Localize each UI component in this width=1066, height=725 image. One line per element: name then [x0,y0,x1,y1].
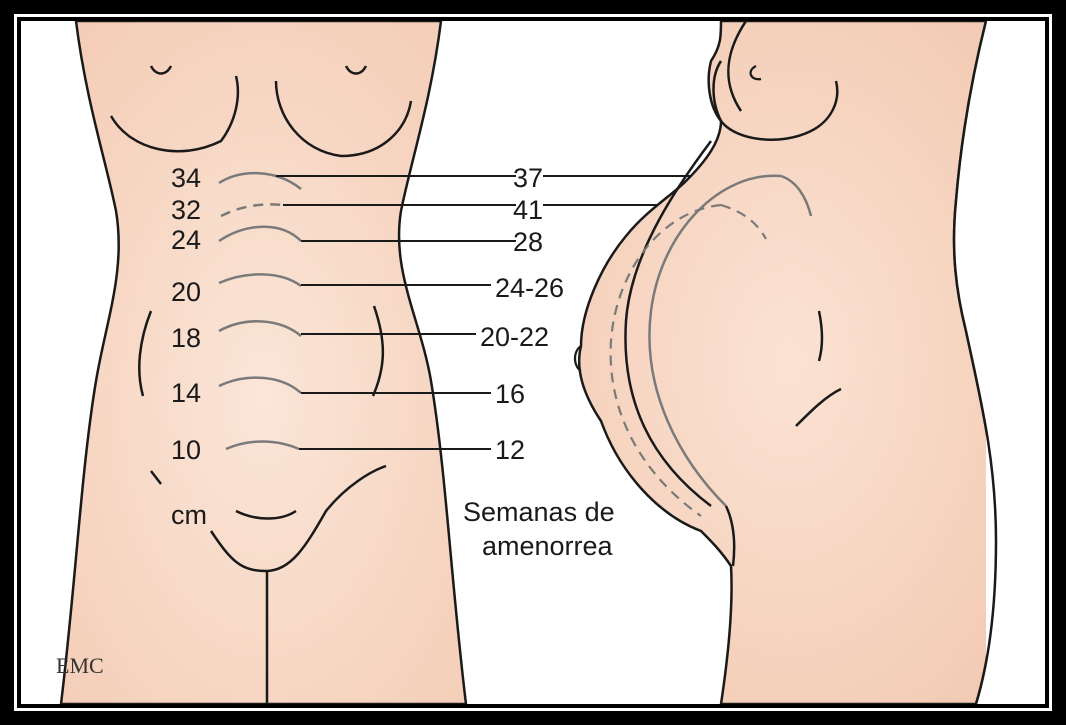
cm-label-18: 18 [171,323,201,353]
cm-label-32: 32 [171,195,201,225]
cm-label-34: 34 [171,163,201,193]
week-label-28: 28 [513,227,543,257]
emc-logo: EMC [56,653,104,678]
week-label-16: 16 [495,379,525,409]
week-label-41: 41 [513,195,543,225]
cm-label-24: 24 [171,225,201,255]
cm-label-10: 10 [171,435,201,465]
cm-label-14: 14 [171,378,201,408]
caption-line-1: Semanas de [463,497,615,527]
caption-line-2: amenorrea [482,531,614,561]
diagram-svg: 34 32 24 20 18 14 10 cm 37 41 28 24-26 2… [21,21,1045,704]
week-label-37: 37 [513,163,543,193]
week-label-20-22: 20-22 [480,322,549,352]
figure-canvas: 34 32 24 20 18 14 10 cm 37 41 28 24-26 2… [21,21,1045,704]
cm-unit-label: cm [171,500,207,530]
week-label-24-26: 24-26 [495,273,564,303]
front-torso [61,21,466,704]
cm-label-20: 20 [171,277,201,307]
week-label-12: 12 [495,435,525,465]
